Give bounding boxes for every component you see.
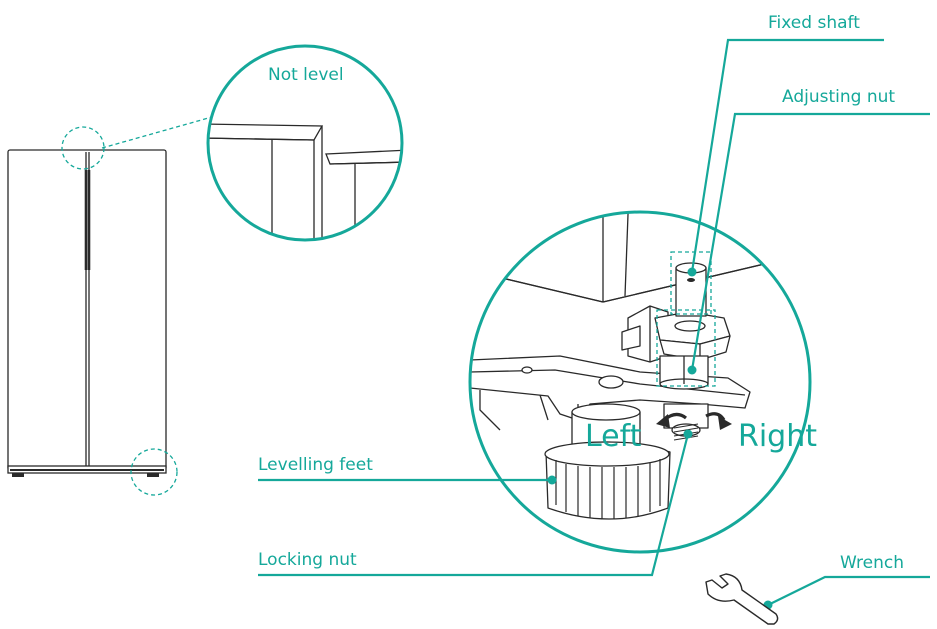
levelling-feet-label: Levelling feet	[258, 455, 373, 475]
bottom-highlight-circle	[130, 448, 178, 496]
shaft-highlight-box	[656, 251, 716, 387]
not-level-zoom-circle	[206, 44, 404, 242]
rotate-left-arrow-icon	[656, 412, 687, 428]
wrench-icon	[705, 573, 779, 625]
locking-nut-label: Locking nut	[258, 550, 357, 570]
rotate-right-arrow-icon	[705, 412, 732, 430]
fixed-shaft-label: Fixed shaft	[768, 13, 860, 33]
wrench-leader	[767, 575, 930, 606]
foot-zoom-circle	[468, 210, 812, 554]
right-direction-label: Right	[738, 419, 817, 454]
fridge-icon	[7, 149, 167, 477]
not-level-label: Not level	[268, 65, 344, 85]
locking-nut-leader	[258, 433, 690, 577]
fixed-shaft-leader	[690, 38, 884, 273]
top-highlight-circle	[61, 116, 213, 170]
wrench-label: Wrench	[840, 553, 904, 573]
left-direction-label: Left	[585, 419, 642, 454]
adjusting-nut-leader	[690, 112, 930, 371]
adjusting-nut-label: Adjusting nut	[782, 87, 895, 107]
leader-dots	[547, 267, 773, 610]
